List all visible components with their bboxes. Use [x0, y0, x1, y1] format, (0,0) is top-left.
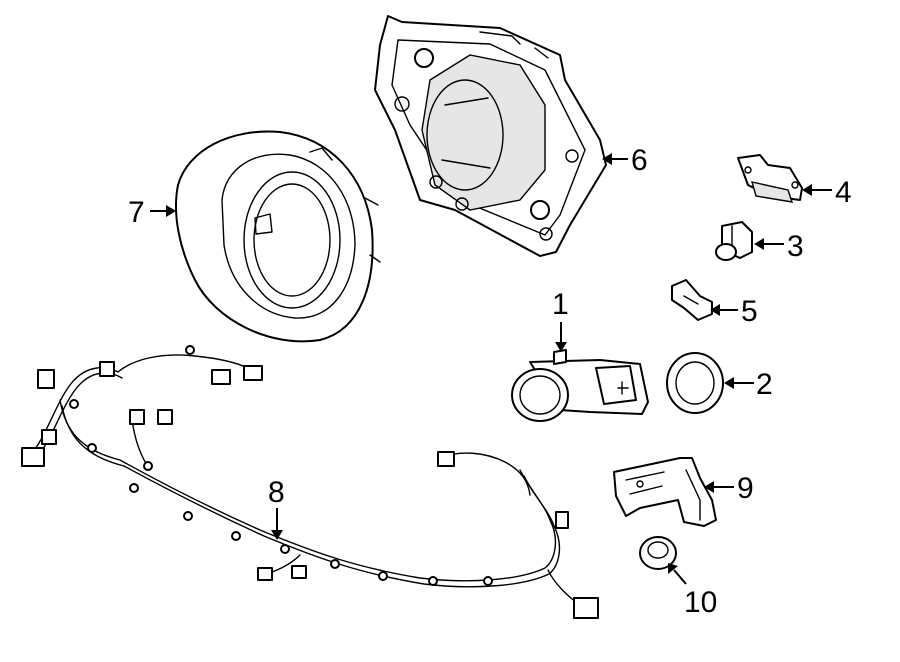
callout-5: 5	[710, 295, 758, 328]
callout-label-6: 6	[631, 144, 648, 177]
callout-8: 8	[268, 476, 285, 540]
callout-label-5: 5	[741, 295, 758, 328]
callout-6: 6	[602, 144, 648, 177]
callout-label-9: 9	[737, 472, 754, 505]
part-4-camera-bracket	[737, 154, 803, 203]
part-10-plug	[639, 536, 677, 570]
callout-10: 10	[668, 563, 717, 619]
callout-label-10: 10	[684, 586, 717, 619]
callout-label-1: 1	[552, 288, 569, 321]
part-8-wiring-harness	[21, 345, 599, 619]
callout-9: 9	[704, 472, 754, 505]
part-2-bezel-ring	[666, 352, 724, 414]
callout-2: 2	[724, 368, 773, 401]
callout-1: 1	[552, 288, 569, 352]
callout-7: 7	[128, 196, 176, 229]
callout-label-8: 8	[268, 476, 285, 509]
part-1-parking-sensor	[511, 349, 649, 422]
callout-label-3: 3	[787, 230, 804, 263]
callout-label-7: 7	[128, 196, 145, 229]
part-5-clip	[671, 279, 713, 321]
part-7-sensor-cover	[175, 130, 381, 343]
part-6-mounting-bracket	[374, 15, 607, 257]
part-9-retainer-bracket	[613, 457, 717, 527]
callout-3: 3	[754, 230, 804, 263]
callout-label-2: 2	[756, 368, 773, 401]
part-3-camera	[715, 221, 753, 261]
callout-label-4: 4	[835, 176, 852, 209]
callout-4: 4	[802, 176, 852, 209]
